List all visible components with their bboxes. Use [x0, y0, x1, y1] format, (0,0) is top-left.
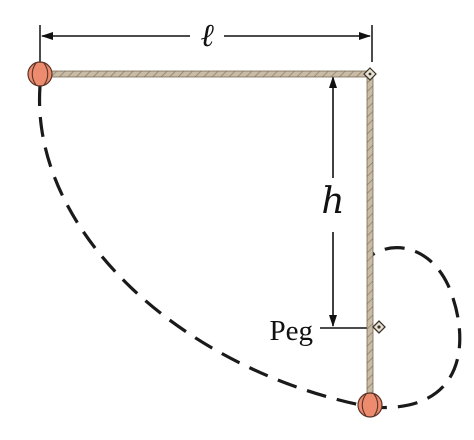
length-label: ℓ	[200, 16, 214, 54]
baseball-icon	[27, 61, 53, 87]
baseball-icon	[357, 392, 383, 418]
peg-diamond-icon	[372, 320, 386, 334]
length-dimension: ℓ	[39, 16, 373, 62]
string-horizontal	[47, 70, 371, 78]
pivot-diamond-icon	[363, 67, 377, 81]
swing-path	[37, 85, 462, 410]
height-label: h	[321, 181, 344, 222]
peg-label: Peg	[270, 315, 314, 347]
string-vertical	[366, 74, 374, 397]
height-dimension: h	[320, 76, 372, 329]
